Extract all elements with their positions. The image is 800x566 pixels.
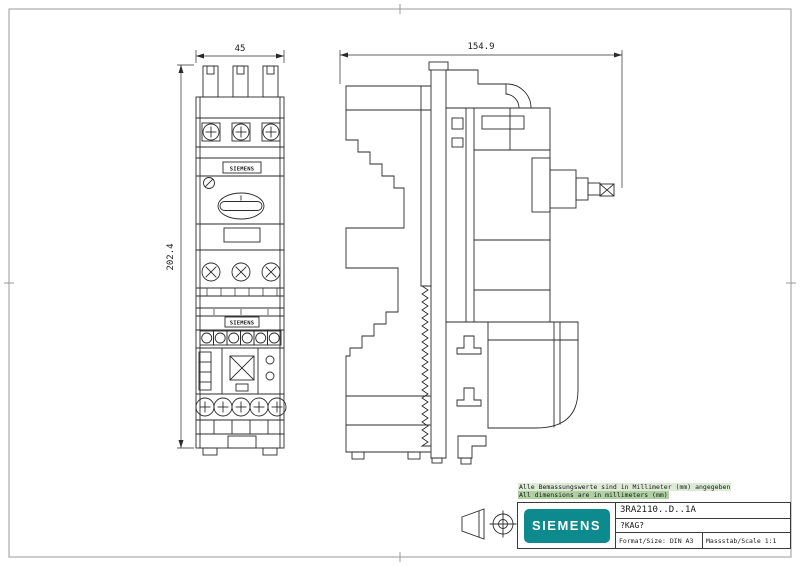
order-code: ?KAG? <box>616 519 790 533</box>
dimension-front-height <box>177 64 194 449</box>
front-terminal-screws-middle <box>201 262 281 282</box>
front-separator-ticks <box>206 288 278 315</box>
front-bottom-section <box>202 419 278 456</box>
front-label-window <box>223 227 261 243</box>
dimension-front-width <box>195 50 285 63</box>
side-view <box>345 61 615 465</box>
front-brand-label-bottom: SIEMENS <box>230 321 255 327</box>
projection-symbol-icon <box>461 508 517 540</box>
front-brand-label-top: SIEMENS <box>230 167 255 173</box>
title-block-logo-cell: SIEMENS <box>518 503 616 548</box>
title-block-fields: 3RA2110..D..1A ?KAG? Format/Size: DIN A3… <box>616 503 790 549</box>
format-field: Format/Size: DIN A3 <box>616 533 703 549</box>
front-view <box>195 65 285 449</box>
note-line-en: All dimensions are in millimeters (mm) <box>518 491 669 499</box>
front-terminal-screws-top <box>201 122 281 142</box>
contactor-face-details <box>198 347 275 395</box>
title-block: SIEMENS 3RA2110..D..1A ?KAG? Format/Size… <box>517 502 791 549</box>
dimension-notes: Alle Bemassungswerte sind in Millimeter … <box>518 483 792 499</box>
dim-label-side-width: 154.9 <box>467 42 494 52</box>
front-test-screw <box>203 177 215 189</box>
dim-label-front-width: 45 <box>235 44 246 54</box>
dim-label-front-height: 202.4 <box>166 243 176 270</box>
format-scale-row: Format/Size: DIN A3 Massstab/Scale 1:1 <box>616 533 790 549</box>
front-brand-plate-top <box>222 161 262 174</box>
siemens-logo: SIEMENS <box>523 508 610 543</box>
dimension-side-width <box>339 50 623 188</box>
note-line-de: Alle Bemassungswerte sind in Millimeter … <box>518 483 732 491</box>
front-brand-plate-bottom <box>224 316 260 328</box>
scale-field: Massstab/Scale 1:1 <box>706 537 777 545</box>
sheet-frame <box>4 4 796 562</box>
rotary-knob[interactable] <box>217 192 265 220</box>
front-aux-terminals <box>199 330 282 346</box>
front-terminal-screws-bottom <box>195 397 287 417</box>
product-code: 3RA2110..D..1A <box>616 503 790 519</box>
